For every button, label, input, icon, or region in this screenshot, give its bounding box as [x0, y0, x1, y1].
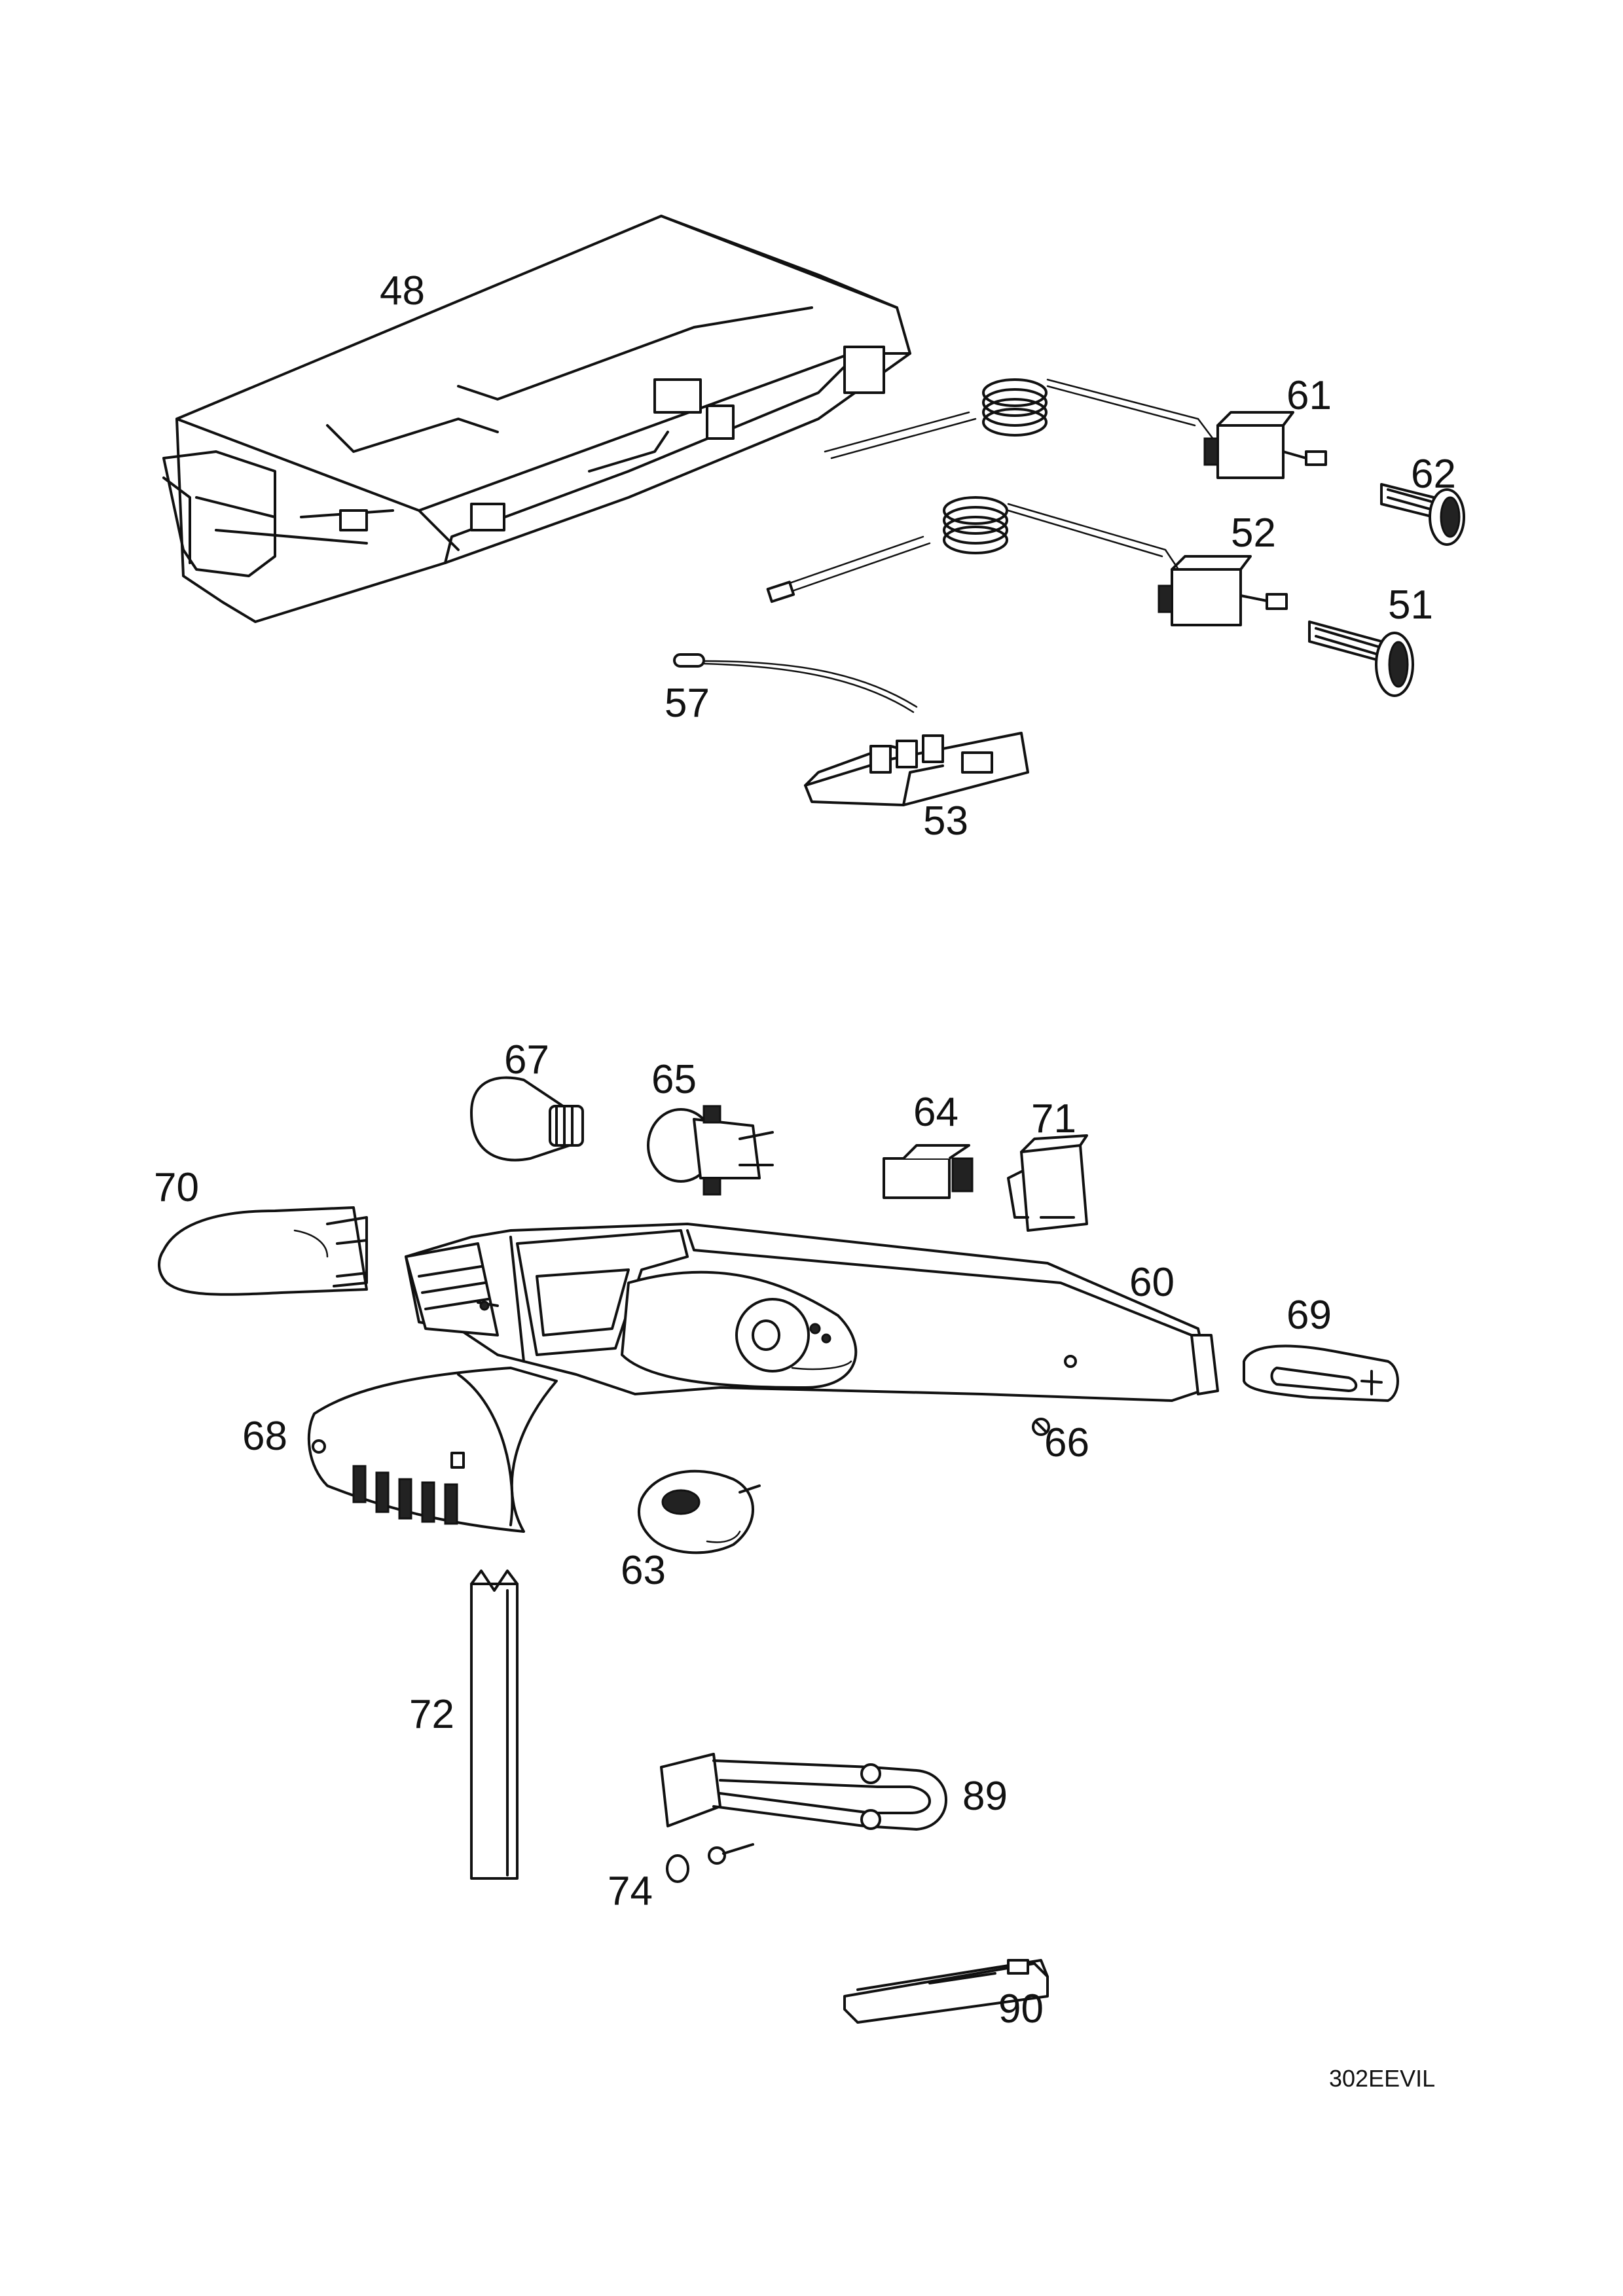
part-62-knob: [1380, 483, 1465, 546]
part-57-sensor: [673, 653, 918, 713]
label-71: 71: [1031, 1096, 1076, 1141]
label-90: 90: [998, 1986, 1044, 2032]
part-67-lamp: [470, 1076, 584, 1162]
label-65: 65: [651, 1057, 697, 1102]
part-69-end-cap: [1243, 1344, 1399, 1402]
drawing-code: 302EEVIL: [1329, 2065, 1435, 2092]
label-69: 69: [1286, 1293, 1332, 1338]
part-68-guard: [307, 1367, 558, 1533]
part-72-seal-strip: [470, 1570, 519, 1880]
part-89-heating-element: [660, 1753, 947, 1831]
label-53: 53: [923, 798, 968, 844]
part-51-knob: [1308, 620, 1414, 697]
label-60: 60: [1129, 1260, 1175, 1305]
label-57: 57: [665, 681, 710, 726]
part-60-handle: [405, 1223, 1219, 1402]
part-48-control-housing: [162, 215, 911, 623]
label-89: 89: [962, 1774, 1008, 1819]
label-66: 66: [1044, 1420, 1089, 1465]
label-67: 67: [504, 1037, 549, 1083]
label-72: 72: [409, 1692, 454, 1737]
part-71-bracket: [1007, 1134, 1088, 1232]
label-48: 48: [380, 268, 425, 314]
label-52: 52: [1231, 511, 1276, 556]
part-52-thermostat: [766, 496, 1288, 626]
label-62: 62: [1411, 452, 1456, 497]
part-64-switch: [883, 1144, 974, 1199]
label-64: 64: [913, 1090, 958, 1135]
part-65-lamp-holder: [647, 1105, 774, 1196]
part-74-ring-screw: [666, 1843, 754, 1883]
label-70: 70: [154, 1165, 199, 1210]
part-66-screw: [1032, 1418, 1050, 1436]
label-61: 61: [1286, 373, 1332, 418]
part-53-bracket: [804, 732, 1029, 806]
label-51: 51: [1388, 583, 1433, 628]
label-68: 68: [242, 1414, 287, 1459]
part-70-lamp-cover: [158, 1206, 368, 1296]
part-labels: 48 61 62 52 51 57 53 67 65 64 71 70 60 6…: [154, 268, 1456, 2092]
part-63-knob-cover: [637, 1469, 761, 1554]
part-61-thermostat: [824, 378, 1327, 479]
label-63: 63: [621, 1548, 666, 1593]
part-90-plate: [843, 1959, 1049, 2024]
label-74: 74: [608, 1869, 653, 1914]
